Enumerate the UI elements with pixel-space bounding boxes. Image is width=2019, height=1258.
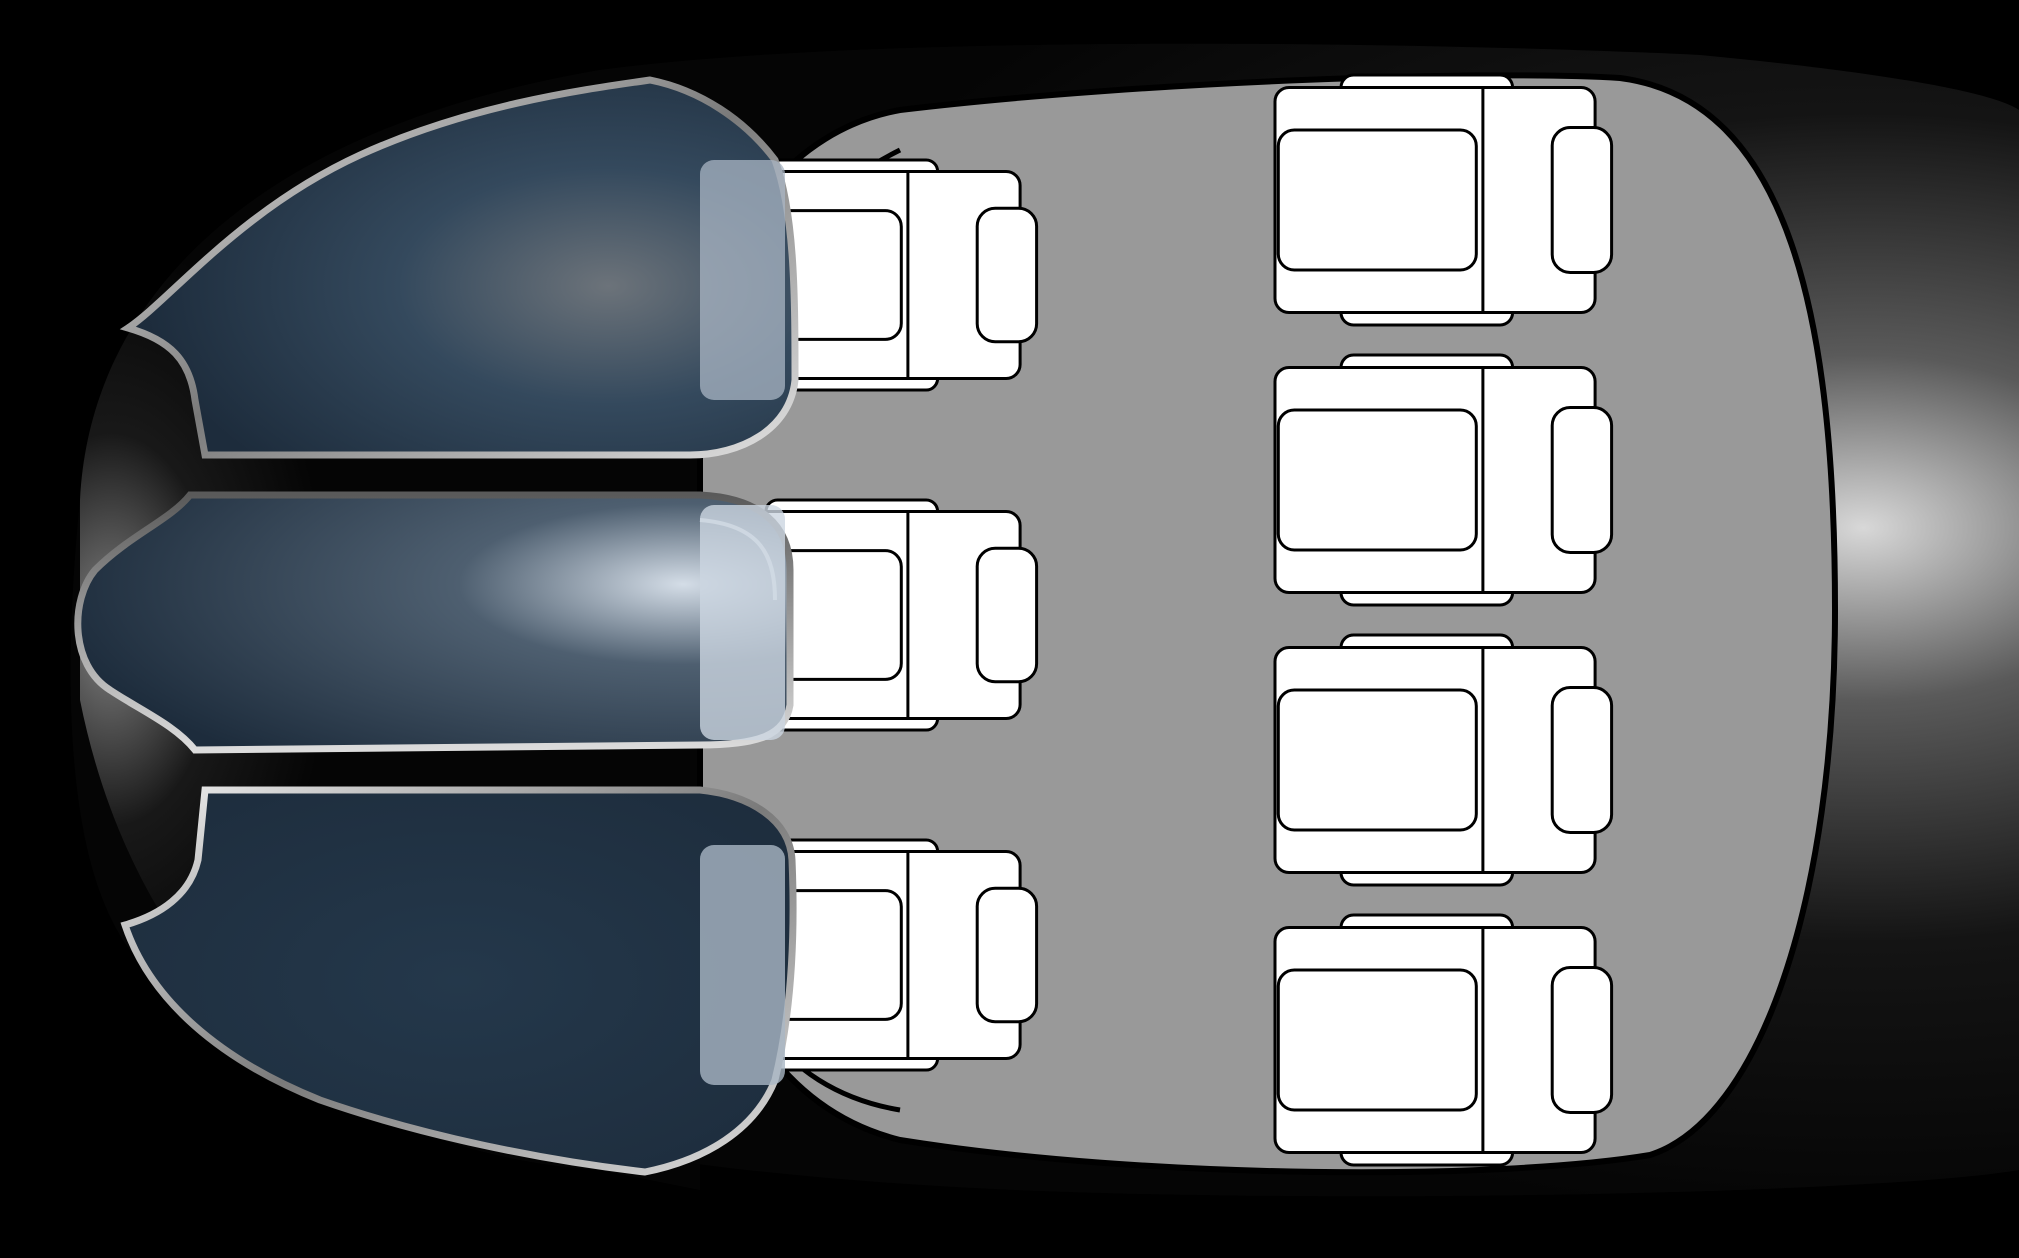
glass-seat-overlays <box>700 160 785 1085</box>
seat-cushion <box>1276 968 1478 1112</box>
seat-headrest <box>1550 406 1614 554</box>
seat-right-4 <box>1273 913 1614 1167</box>
seat-headrest <box>1550 126 1614 274</box>
right-seat-column <box>1273 73 1614 1167</box>
seat-headrest <box>975 546 1039 684</box>
seat-cushion <box>1276 128 1478 272</box>
canopy-panel-middle <box>74 491 794 754</box>
seat-right-2 <box>1273 353 1614 607</box>
seat-headrest <box>975 886 1039 1024</box>
glass-overlay-2 <box>700 505 785 740</box>
glass-overlay-1 <box>700 160 785 400</box>
seat-right-3 <box>1273 633 1614 887</box>
seat-headrest <box>1550 686 1614 834</box>
seat-headrest <box>975 206 1039 344</box>
seat-headrest <box>1550 966 1614 1114</box>
seat-right-1 <box>1273 73 1614 327</box>
canopy-panel-top <box>119 76 799 459</box>
glass-overlay-3 <box>700 845 785 1085</box>
canopy-panel-bottom <box>120 786 797 1176</box>
seat-cushion <box>1276 688 1478 832</box>
seat-cushion <box>1276 408 1478 552</box>
canopy <box>74 76 799 1176</box>
